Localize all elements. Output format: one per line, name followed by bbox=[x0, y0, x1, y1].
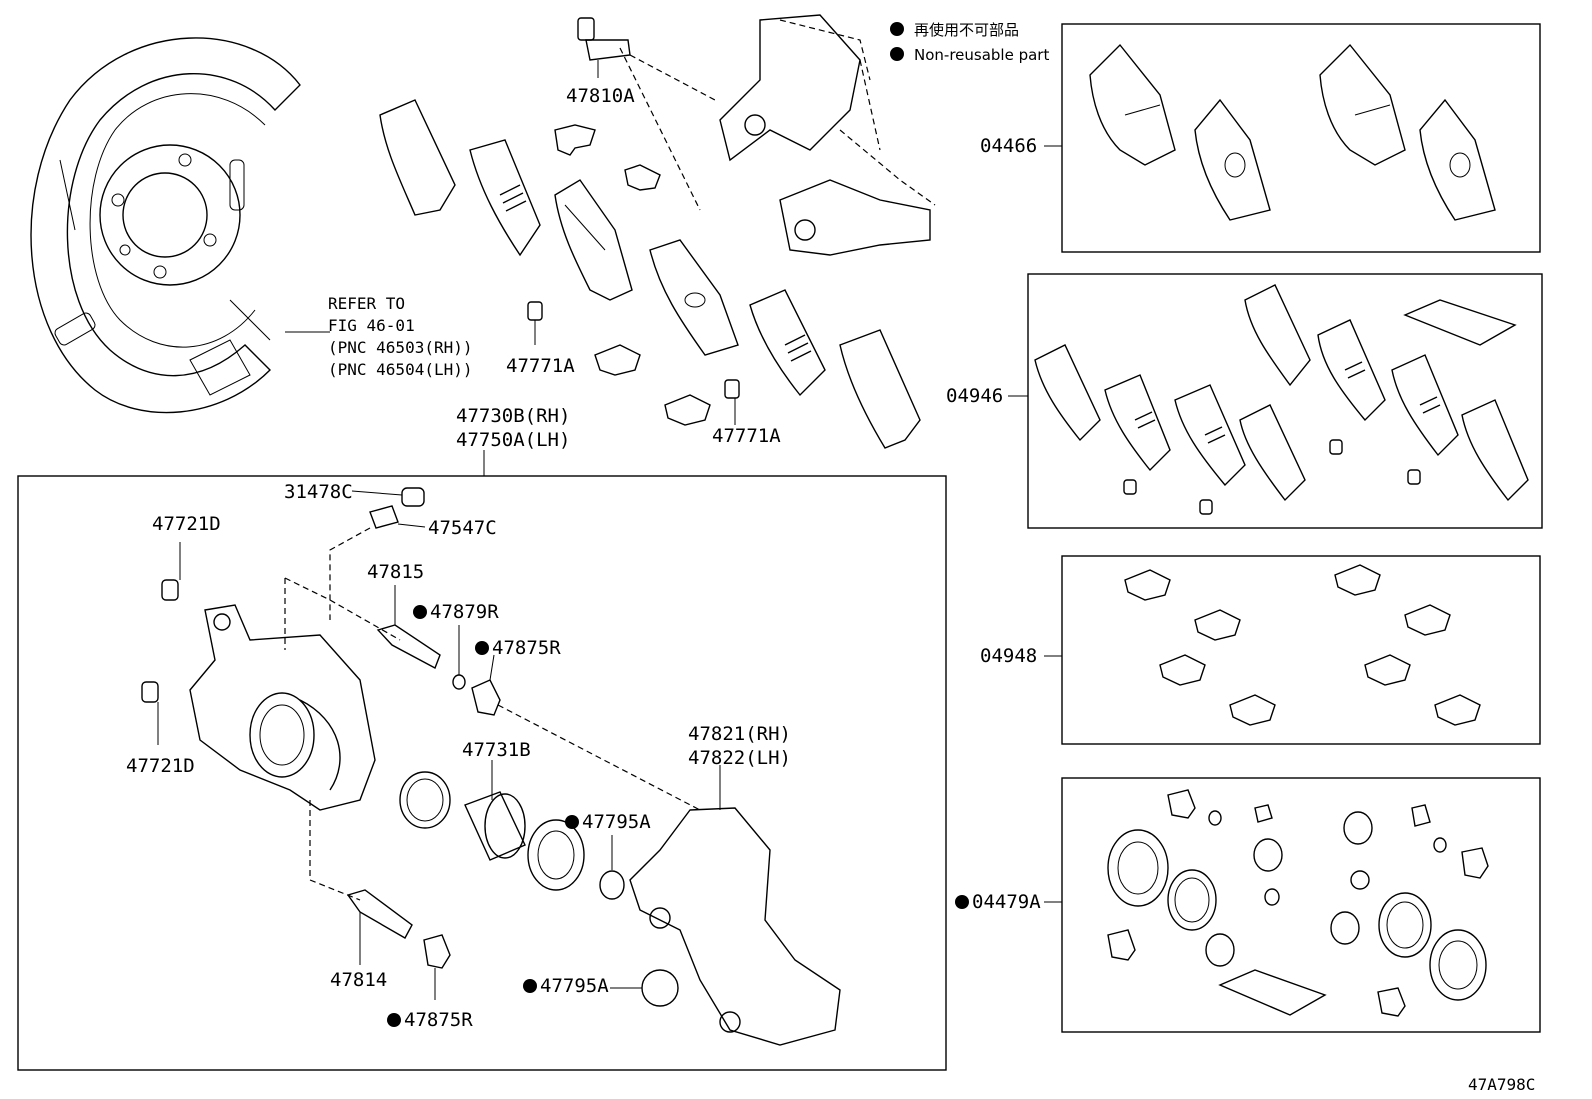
caliper-assembly-box bbox=[17, 475, 947, 1071]
shim-kit-drawing bbox=[1034, 284, 1529, 515]
dust-shield-drawing bbox=[30, 37, 330, 414]
refer-rh-text: (PNC 46503(RH)) bbox=[328, 338, 473, 357]
non-reusable-dot-icon bbox=[475, 641, 489, 655]
label-47721D-1: 47721D bbox=[152, 513, 221, 535]
label-47795A-2: 47795A bbox=[540, 975, 609, 997]
legend-en: Non-reusable part bbox=[914, 46, 1049, 64]
kit-box-04946 bbox=[1027, 273, 1543, 529]
label-47875R-2: 47875R bbox=[404, 1009, 473, 1031]
label-04466: 04466 bbox=[980, 135, 1037, 157]
label-47771A-2: 47771A bbox=[712, 425, 781, 447]
label-47822: 47822(LH) bbox=[688, 747, 791, 769]
non-reusable-dot-icon bbox=[523, 979, 537, 993]
seal-kit-drawing bbox=[1107, 789, 1489, 1017]
non-reusable-dot-icon bbox=[413, 605, 427, 619]
pad-kit-drawing bbox=[1089, 43, 1496, 221]
label-47821: 47821(RH) bbox=[688, 723, 791, 745]
kit-box-04479A bbox=[1061, 777, 1541, 1033]
clip-kit-drawing bbox=[1124, 564, 1481, 726]
label-47810A: 47810A bbox=[566, 85, 635, 107]
label-47731B: 47731B bbox=[462, 739, 531, 761]
caliper-drawing bbox=[141, 487, 841, 1046]
label-47879R: 47879R bbox=[430, 601, 499, 623]
legend: 再使用不可部品 Non-reusable part bbox=[890, 21, 1049, 64]
label-47721D-2: 47721D bbox=[126, 755, 195, 777]
label-47730B: 47730B(RH) bbox=[456, 405, 570, 427]
non-reusable-dot-icon bbox=[955, 895, 969, 909]
non-reusable-dot-icon bbox=[387, 1013, 401, 1027]
label-47814: 47814 bbox=[330, 969, 387, 991]
non-reusable-dot-icon bbox=[890, 47, 904, 61]
label-04946: 04946 bbox=[946, 385, 1003, 407]
label-47750A: 47750A(LH) bbox=[456, 429, 570, 451]
label-04479A: 04479A bbox=[972, 891, 1041, 913]
label-47547C: 47547C bbox=[428, 517, 497, 539]
top-mounting-drawing bbox=[577, 14, 936, 256]
non-reusable-dot-icon bbox=[565, 815, 579, 829]
legend-jp: 再使用不可部品 bbox=[914, 21, 1019, 39]
label-47875R-1: 47875R bbox=[492, 637, 561, 659]
label-31478C: 31478C bbox=[284, 481, 353, 503]
refer-fig-text: FIG 46-01 bbox=[328, 316, 415, 335]
kit-box-04466 bbox=[1061, 23, 1541, 253]
refer-to-text: REFER TO bbox=[328, 294, 405, 313]
label-47815: 47815 bbox=[367, 561, 424, 583]
top-pad-assembly-drawing bbox=[379, 99, 921, 449]
kit-box-04948 bbox=[1061, 555, 1541, 745]
refer-note: REFER TO FIG 46-01 (PNC 46503(RH)) (PNC … bbox=[328, 294, 473, 379]
label-04948: 04948 bbox=[980, 645, 1037, 667]
refer-lh-text: (PNC 46504(LH)) bbox=[328, 360, 473, 379]
label-47795A-1: 47795A bbox=[582, 811, 651, 833]
label-47771A-1: 47771A bbox=[506, 355, 575, 377]
figure-code: 47A798C bbox=[1468, 1075, 1535, 1094]
non-reusable-dot-icon bbox=[890, 22, 904, 36]
